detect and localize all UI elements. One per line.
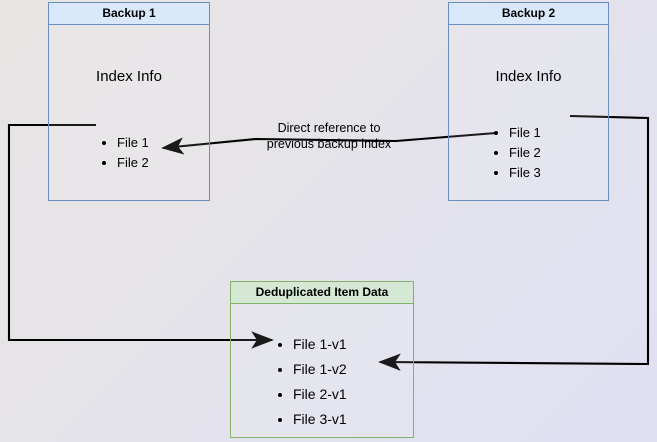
dedup-body: File 1-v1 File 1-v2 File 2-v1 File 3-v1	[231, 304, 413, 437]
backup1-title: Backup 1	[49, 3, 209, 25]
backup2-file-list: File 1 File 2 File 3	[493, 123, 541, 183]
backup1-file-list: File 1 File 2	[101, 133, 149, 173]
list-item: File 1	[509, 123, 541, 143]
list-item: File 3-v1	[293, 407, 347, 432]
backup2-index-info-label: Index Info	[495, 68, 562, 85]
list-item: File 1	[117, 133, 149, 153]
backup2-box[interactable]: Backup 2 Index Info File 1 File 2 File 3	[448, 2, 609, 201]
deduplicated-item-data-box[interactable]: Deduplicated Item Data File 1-v1 File 1-…	[230, 281, 414, 438]
backup2-title: Backup 2	[449, 3, 608, 25]
list-item: File 1-v2	[293, 357, 347, 382]
backup1-body: Index Info File 1 File 2	[49, 25, 209, 200]
dedup-file-list: File 1-v1 File 1-v2 File 2-v1 File 3-v1	[277, 332, 347, 432]
list-item: File 1-v1	[293, 332, 347, 357]
backup1-box[interactable]: Backup 1 Index Info File 1 File 2	[48, 2, 210, 201]
list-item: File 2-v1	[293, 382, 347, 407]
dedup-title: Deduplicated Item Data	[231, 282, 413, 304]
list-item: File 2	[117, 153, 149, 173]
direct-reference-caption: Direct reference to previous backup inde…	[266, 121, 392, 151]
list-item: File 2	[509, 143, 541, 163]
backup1-index-info-label: Index Info	[96, 68, 162, 85]
list-item: File 3	[509, 163, 541, 183]
backup2-body: Index Info File 1 File 2 File 3	[449, 25, 608, 200]
